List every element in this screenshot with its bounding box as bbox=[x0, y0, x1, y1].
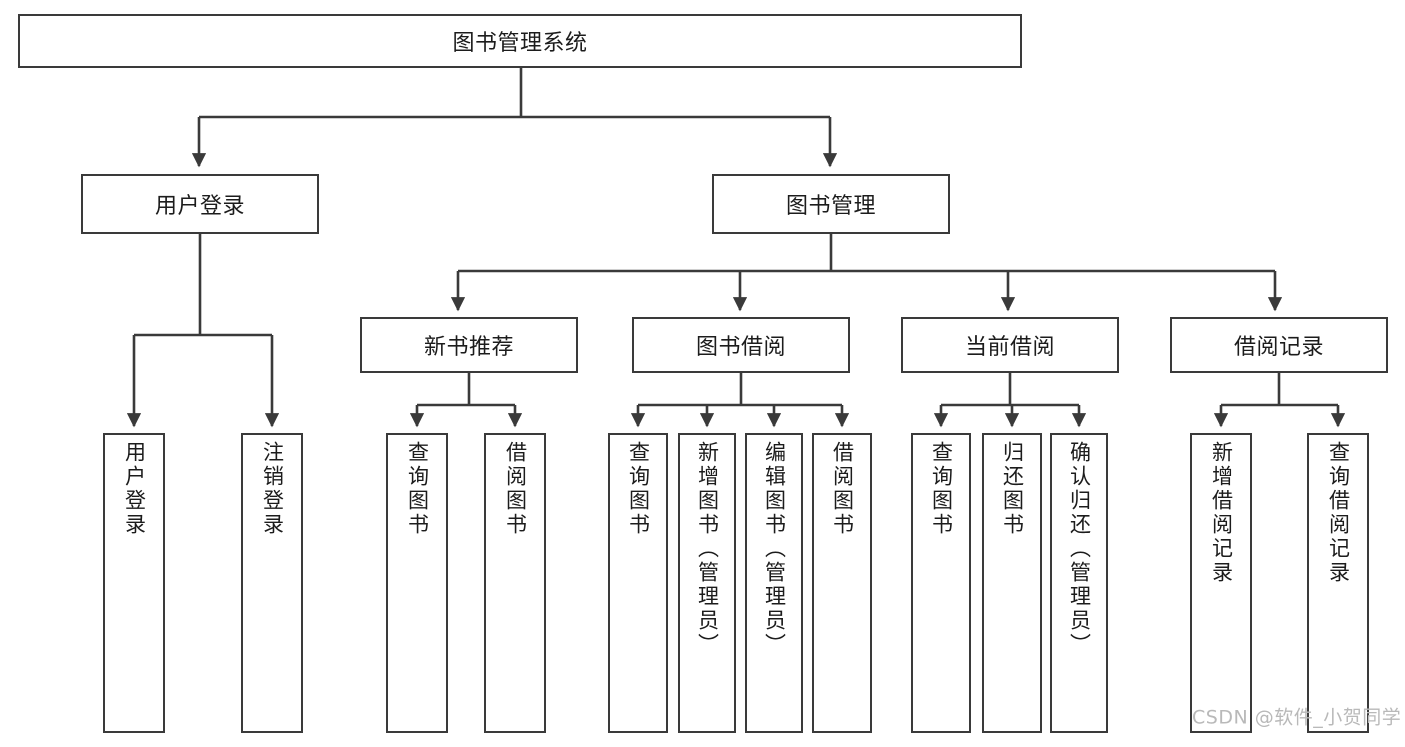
leaf-label: 借阅图书 bbox=[503, 441, 528, 537]
node-book-management-label: 图书管理 bbox=[785, 194, 876, 219]
leaf-query-book-recommend[interactable]: 查询图书 bbox=[386, 433, 448, 733]
leaf-label: 用户登录 bbox=[122, 441, 147, 537]
leaf-label: 新增图书（管理员） bbox=[695, 441, 720, 657]
node-book-borrow-label: 图书借阅 bbox=[695, 335, 786, 360]
leaf-label: 查询借阅记录 bbox=[1326, 441, 1351, 585]
node-current-borrow[interactable]: 当前借阅 bbox=[901, 317, 1119, 373]
leaf-return-book[interactable]: 归还图书 bbox=[982, 433, 1042, 733]
node-book-management[interactable]: 图书管理 bbox=[712, 174, 950, 234]
leaf-label: 查询图书 bbox=[626, 441, 651, 537]
leaf-confirm-return-admin[interactable]: 确认归还（管理员） bbox=[1050, 433, 1108, 733]
node-current-borrow-label: 当前借阅 bbox=[964, 335, 1055, 360]
leaf-label: 查询图书 bbox=[929, 441, 954, 537]
leaf-user-login[interactable]: 用户登录 bbox=[103, 433, 165, 733]
leaf-add-book-admin[interactable]: 新增图书（管理员） bbox=[678, 433, 736, 733]
node-new-book-recommend-label: 新书推荐 bbox=[423, 335, 514, 360]
leaf-edit-book-admin[interactable]: 编辑图书（管理员） bbox=[745, 433, 803, 733]
leaf-borrow-book[interactable]: 借阅图书 bbox=[812, 433, 872, 733]
node-user-login-label: 用户登录 bbox=[154, 194, 245, 219]
leaf-label: 注销登录 bbox=[260, 441, 285, 537]
node-new-book-recommend[interactable]: 新书推荐 bbox=[360, 317, 578, 373]
node-book-borrow[interactable]: 图书借阅 bbox=[632, 317, 850, 373]
watermark: CSDN @软件_小贺同学 bbox=[1192, 706, 1402, 729]
leaf-label: 借阅图书 bbox=[830, 441, 855, 537]
leaf-borrow-book-recommend[interactable]: 借阅图书 bbox=[484, 433, 546, 733]
leaf-add-borrow-record[interactable]: 新增借阅记录 bbox=[1190, 433, 1252, 733]
leaf-query-book-current[interactable]: 查询图书 bbox=[911, 433, 971, 733]
node-borrow-record-label: 借阅记录 bbox=[1233, 335, 1324, 360]
leaf-label: 归还图书 bbox=[1000, 441, 1025, 537]
leaf-query-book-borrow[interactable]: 查询图书 bbox=[608, 433, 668, 733]
leaf-label: 确认归还（管理员） bbox=[1067, 441, 1092, 657]
leaf-logout[interactable]: 注销登录 bbox=[241, 433, 303, 733]
leaf-label: 编辑图书（管理员） bbox=[762, 441, 787, 657]
leaf-query-borrow-record[interactable]: 查询借阅记录 bbox=[1307, 433, 1369, 733]
node-root[interactable]: 图书管理系统 bbox=[18, 14, 1022, 68]
node-borrow-record[interactable]: 借阅记录 bbox=[1170, 317, 1388, 373]
leaf-label: 查询图书 bbox=[405, 441, 430, 537]
node-root-label: 图书管理系统 bbox=[452, 31, 588, 56]
leaf-label: 新增借阅记录 bbox=[1209, 441, 1234, 585]
node-user-login[interactable]: 用户登录 bbox=[81, 174, 319, 234]
